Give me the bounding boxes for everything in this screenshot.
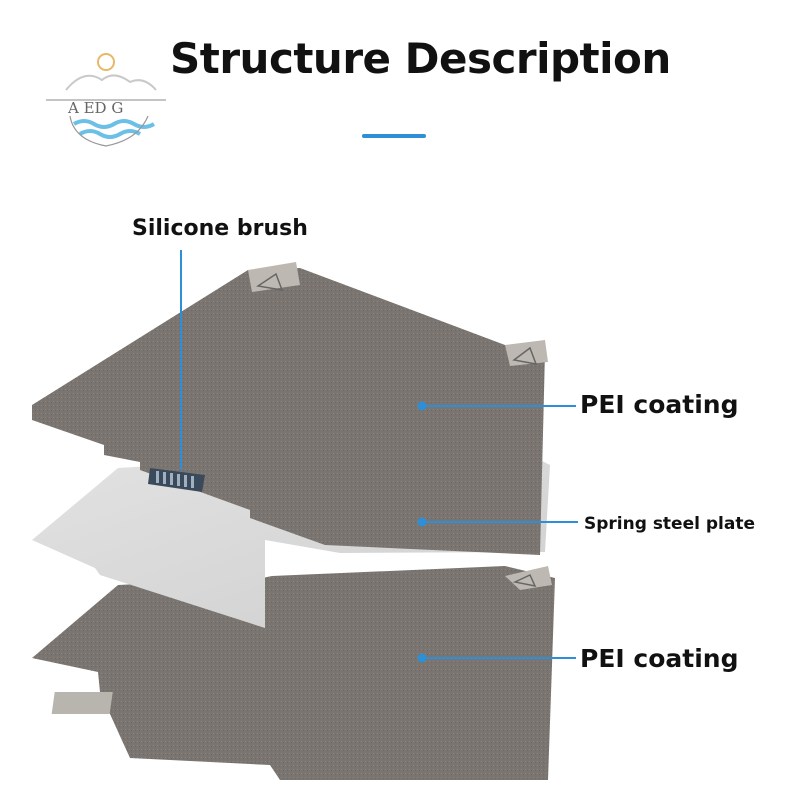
logo-text: A ED G (67, 99, 123, 117)
silicone-brush (148, 468, 205, 492)
bottom-tab (51, 692, 113, 714)
bottom-pei-coating-label: PEI coating (580, 644, 739, 673)
spring-steel-leader-dot (417, 517, 427, 527)
silicone-brush-label: Silicone brush (132, 216, 308, 241)
bottom-corner-logo-icon (505, 566, 552, 590)
top-corner-logo-icon (248, 262, 300, 292)
bottom-pei-sheet (32, 566, 555, 780)
logo-mountain-icon (65, 74, 157, 91)
spring-steel-plate-label: Spring steel plate (584, 514, 755, 534)
page-title: Structure Description (170, 34, 671, 83)
title-underline (362, 134, 426, 138)
leader-lines (180, 250, 578, 663)
right-corner-logo-icon (505, 340, 548, 366)
top-pei-coating-label: PEI coating (580, 390, 739, 419)
logo-wave-icon (72, 119, 156, 129)
top-pei-leader-dot (417, 401, 427, 411)
logo-sun-icon (97, 53, 115, 71)
brand-logo: A ED G (46, 53, 166, 147)
logo-wave-icon-2 (78, 129, 142, 139)
top-pei-sheet (32, 262, 548, 555)
bottom-pei-leader-dot (417, 653, 427, 663)
